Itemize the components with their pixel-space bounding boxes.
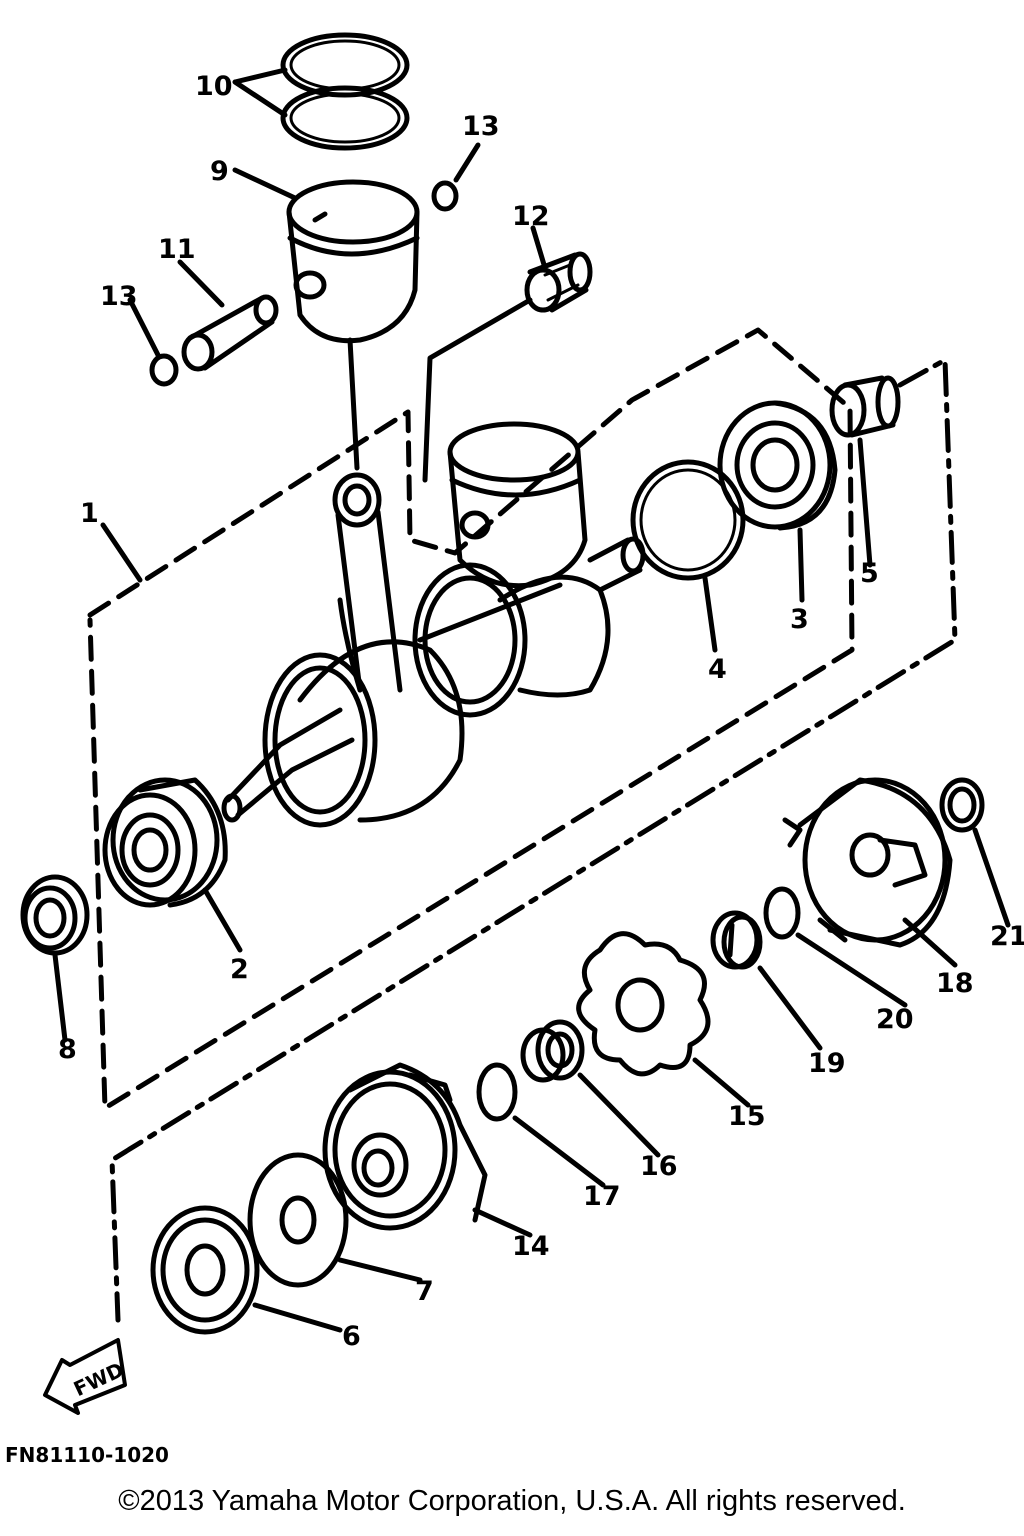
callout-11: 11 [158, 234, 196, 265]
callout-17: 17 [583, 1181, 621, 1212]
callout-21: 21 [990, 921, 1024, 952]
leader-piston [347, 337, 360, 471]
callout-7: 7 [415, 1276, 434, 1307]
bearing-right [717, 400, 838, 531]
callout-18: 18 [936, 968, 974, 999]
callout-14: 14 [512, 1231, 550, 1262]
group-outline [109, 357, 958, 1323]
crankshaft [221, 536, 646, 828]
callout-6: 6 [342, 1321, 361, 1352]
exploded-parts-diagram: 1 2 3 4 5 6 7 8 9 10 11 12 13 13 14 15 1… [5, 32, 1024, 1467]
piston-assembled [447, 421, 588, 589]
needle-bearing [524, 251, 593, 313]
shim [939, 777, 985, 833]
callout-12: 12 [512, 201, 550, 232]
o-ring-20 [763, 886, 801, 940]
oil-seal-6 [150, 1205, 260, 1335]
callout-1: 1 [80, 498, 99, 529]
collar [829, 375, 901, 438]
o-ring-17 [476, 1062, 518, 1122]
damper [576, 931, 711, 1077]
callout-13-top: 13 [462, 111, 500, 142]
circlip [630, 459, 746, 581]
coupling-cover [322, 1062, 488, 1231]
figure-code: FN81110-1020 [5, 1443, 169, 1467]
callout-4: 4 [708, 654, 727, 685]
wrist-pin [181, 294, 279, 372]
piston-rings [280, 32, 410, 151]
callout-2: 2 [230, 954, 249, 985]
callout-8: 8 [58, 1034, 77, 1065]
piston [286, 179, 420, 344]
copyright-notice: ©2013 Yamaha Motor Corporation, U.S.A. A… [118, 1485, 906, 1517]
clip-left [149, 353, 179, 387]
assembly-outline [87, 327, 855, 1111]
coupling-housing [782, 777, 953, 948]
callout-19: 19 [808, 1048, 846, 1079]
bearing-left [102, 777, 228, 908]
oil-seal [20, 874, 90, 956]
callout-10: 10 [195, 71, 233, 102]
callout-9: 9 [210, 156, 229, 187]
callout-5: 5 [860, 558, 879, 589]
leader-bearing [422, 297, 533, 483]
clip-right [431, 180, 459, 212]
plate [247, 1152, 349, 1288]
callout-13-left: 13 [100, 281, 138, 312]
fwd-arrow [43, 1338, 127, 1415]
callout-15: 15 [728, 1101, 766, 1132]
collar-19 [710, 910, 763, 970]
callout-20: 20 [876, 1004, 914, 1035]
callout-16: 16 [640, 1151, 678, 1182]
callout-3: 3 [790, 604, 809, 635]
collar-16 [520, 1019, 585, 1083]
